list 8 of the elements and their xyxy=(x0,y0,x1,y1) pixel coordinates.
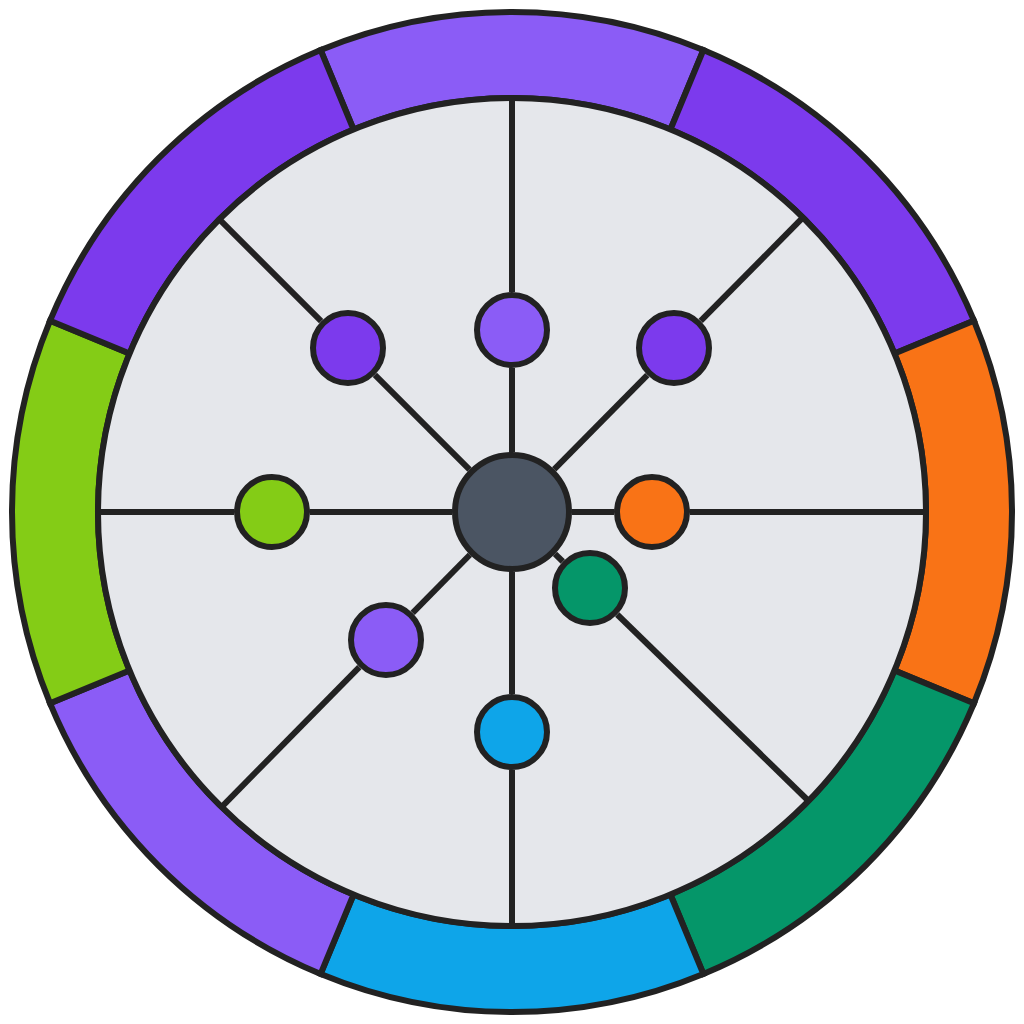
connector-line xyxy=(552,551,565,564)
connector-line xyxy=(572,509,614,515)
connector-line xyxy=(509,368,515,452)
connector-line xyxy=(310,509,452,515)
connector-line xyxy=(410,552,473,616)
connector-line xyxy=(372,372,472,472)
connector-line xyxy=(552,372,650,472)
connector-line xyxy=(509,572,515,694)
